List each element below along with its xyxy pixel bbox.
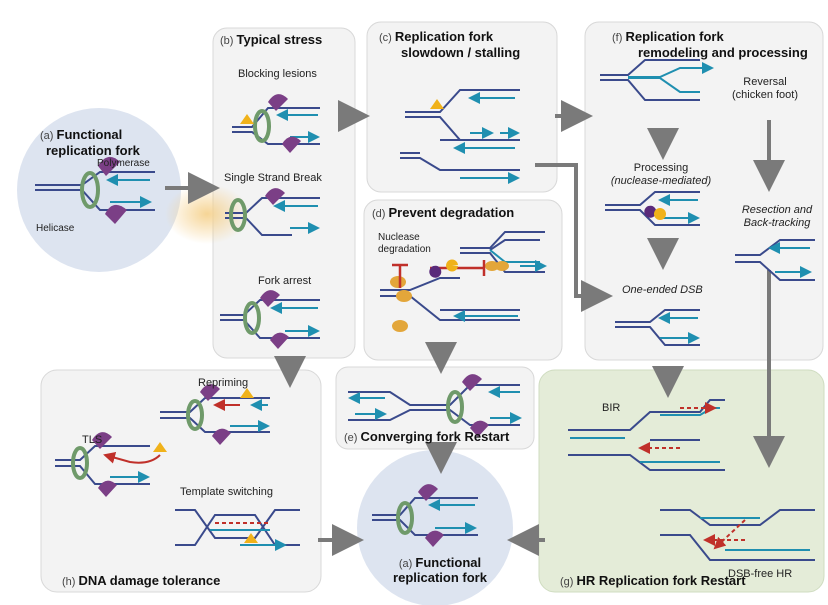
fork-f-dsb: [615, 309, 700, 346]
helicase-label: Helicase: [36, 223, 75, 234]
panel-h-label: (h) DNA damage tolerance: [62, 573, 221, 589]
fork-h-template-switch: [175, 509, 300, 551]
nuclease-label-1: Nuclease: [378, 232, 420, 243]
fork-h-tls: [55, 432, 167, 497]
panel-a-bottom-title-1: Functional: [415, 555, 482, 570]
panel-c-label: (c) Replication fork: [379, 29, 494, 45]
panel-e-label: (e) Converging fork Restart: [344, 429, 510, 445]
tls-label: TLS: [82, 434, 103, 446]
fork-arrest-label: Fork arrest: [258, 275, 312, 287]
single-strand-break-label: Single Strand Break: [224, 172, 322, 184]
panel-h-letter: (h): [62, 576, 76, 588]
panel-h-title: DNA damage tolerance: [78, 573, 221, 588]
reversal-label-1: Reversal: [743, 76, 787, 88]
reversal-label-2: (chicken foot): [731, 88, 799, 101]
panel-a-bottom-letter: (a): [398, 558, 413, 570]
panel-g-label: (g) HR Replication fork Restart: [560, 573, 746, 589]
panel-f-box: [584, 21, 824, 361]
bir-label: BIR: [602, 402, 621, 414]
panel-d-title: Prevent degradation: [388, 205, 515, 220]
fork-b-ssb: [225, 188, 320, 236]
resection-label-1: Resection and: [741, 204, 813, 216]
panel-d-label: (d) Prevent degradation: [372, 205, 515, 221]
processing-label-2: (nuclease-mediated): [610, 174, 712, 187]
panel-g-letter: (g): [560, 576, 574, 588]
resection-label: Resection and Back-tracking: [732, 204, 822, 229]
fork-e-converging: [348, 374, 522, 437]
panel-f-title-2: remodeling and processing: [638, 45, 808, 60]
fork-h-repriming: [160, 384, 270, 445]
panel-e-title: Converging fork Restart: [360, 429, 510, 444]
reversal-label: Reversal (chicken foot): [715, 76, 815, 101]
panel-c-letter: (c): [379, 32, 392, 44]
repriming-label: Repriming: [198, 377, 249, 389]
panel-h-box: [40, 369, 322, 593]
fork-a-bottom: [372, 484, 478, 547]
panel-a-top-letter: (a): [40, 130, 54, 142]
panel-d-letter: (d): [372, 208, 386, 220]
panel-f-label: (f) Replication fork: [612, 29, 724, 45]
template-switching-label: Template switching: [180, 486, 273, 498]
fork-f-reversal: [600, 59, 714, 101]
panel-a-top-label: (a) Functional: [40, 127, 123, 143]
fork-b-arrest: [220, 290, 320, 349]
resection-label-2: Back-tracking: [743, 216, 811, 229]
panel-a-top-title-1: Functional: [56, 127, 123, 142]
nuclease-label: Nuclease degradation: [378, 232, 431, 255]
panel-a-bottom-label: (a) Functional replication fork: [385, 555, 495, 586]
panel-b-letter: (b): [220, 35, 234, 47]
fork-g-bir: [568, 399, 725, 471]
panel-f-title-1: Replication fork: [625, 29, 724, 44]
stress-glow: [165, 184, 249, 244]
panel-e-letter: (e): [344, 432, 358, 444]
panel-b-title: Typical stress: [236, 32, 323, 47]
fork-g-dsbfree: [660, 509, 815, 561]
panel-b-label: (b) Typical stress: [220, 32, 323, 48]
panel-a-top-title-2: replication fork: [46, 143, 140, 158]
fork-b-blocking: [232, 94, 320, 153]
panel-a-bottom-title-2: replication fork: [393, 569, 487, 585]
one-ended-dsb-label: One-ended DSB: [622, 284, 703, 296]
fork-f-resection: [735, 239, 815, 281]
fork-d-protect: [380, 231, 547, 332]
polymerase-label: Polymerase: [97, 158, 150, 169]
fork-c-stalled: [400, 89, 520, 184]
processing-label: Processing (nuclease-mediated): [606, 162, 716, 187]
flow-arrows: [165, 100, 785, 556]
fork-a-top: [35, 156, 155, 224]
dsb-free-hr-label: DSB-free HR: [728, 568, 793, 580]
panel-g-box: [538, 369, 825, 593]
nuclease-label-2: degradation: [378, 243, 431, 255]
panel-f-letter: (f): [612, 32, 623, 44]
processing-label-1: Processing: [633, 162, 689, 174]
blocking-lesions-label: Blocking lesions: [238, 68, 317, 80]
panel-c-title-2: slowdown / stalling: [401, 45, 521, 60]
panel-c-title-1: Replication fork: [394, 29, 494, 44]
fork-f-processing: [605, 191, 700, 226]
panel-g-title: HR Replication fork Restart: [576, 573, 746, 588]
